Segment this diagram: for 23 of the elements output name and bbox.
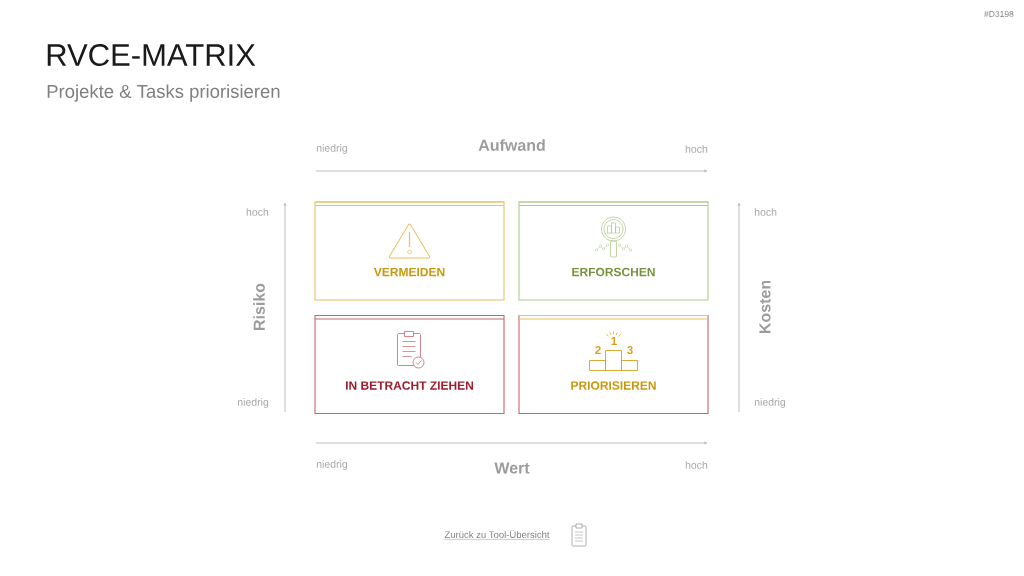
- rank-number: 3: [627, 345, 633, 355]
- quadrant-box: ERFORSCHEN: [518, 201, 709, 301]
- rank-number: 1: [611, 337, 617, 345]
- axis-title: Kosten: [759, 280, 771, 334]
- axis-title: Risiko: [253, 283, 265, 330]
- axis-title: Wert: [494, 462, 530, 474]
- axis-end-label: niedrig: [316, 460, 348, 470]
- axis-title: Aufwand: [478, 139, 545, 151]
- rank-number: 2: [595, 346, 601, 354]
- product-code: #D3198: [984, 11, 1014, 17]
- axis-end-label: niedrig: [316, 144, 348, 154]
- subtitle: Projekte & Tasks priorisieren: [47, 84, 280, 102]
- quadrant-box: VERMEIDEN: [314, 201, 505, 301]
- link: Zurück zu Tool-Übersicht: [444, 530, 550, 540]
- axis-end-label: hoch: [685, 145, 708, 153]
- quadrant-box: IN BETRACHT ZIEHEN: [314, 314, 505, 415]
- axis-end-label: niedrig: [754, 398, 786, 408]
- title: RVCE-MATRIX: [47, 44, 256, 66]
- quadrant-title: PRIORISIEREN: [571, 381, 656, 390]
- axis-end-label: hoch: [685, 461, 708, 469]
- axis-end-label: hoch: [246, 208, 269, 216]
- axis-end-label: hoch: [754, 208, 777, 216]
- axis-end-label: niedrig: [238, 398, 269, 408]
